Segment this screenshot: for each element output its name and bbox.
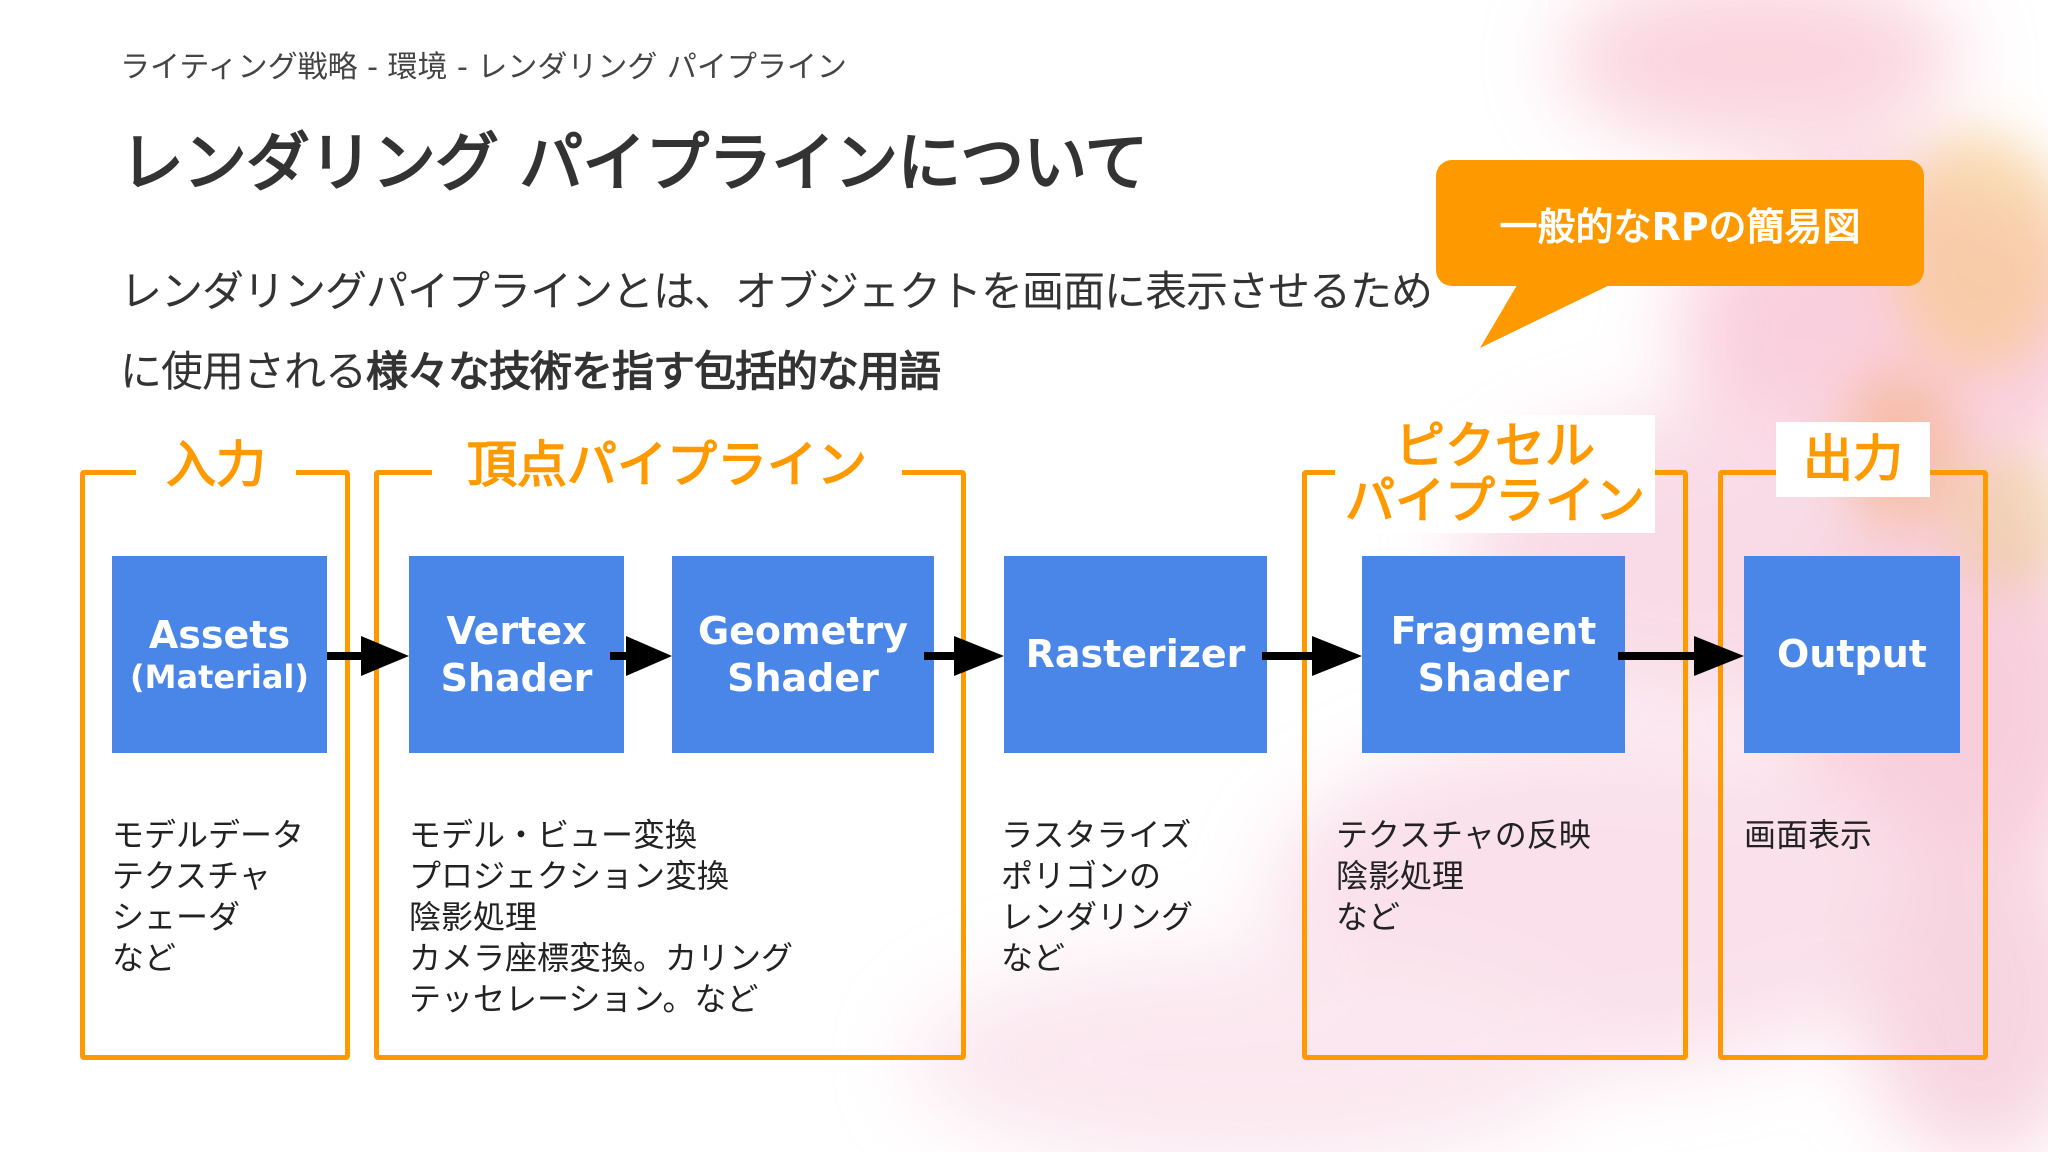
note-rasterizer: ラスタライズ ポリゴンの レンダリング など xyxy=(1001,815,1193,979)
note-fragment: テクスチャの反映 陰影処理 など xyxy=(1336,815,1591,938)
group-input-label: 入力 xyxy=(136,438,296,493)
note-line: など xyxy=(112,939,177,977)
note-line: テクスチャの反映 xyxy=(1336,816,1591,854)
description-line-2: に使用される様々な技術を指す包括的な用語 xyxy=(120,338,941,399)
group-vertex-label: 頂点パイプライン xyxy=(432,438,902,493)
stage-fragment-shader-line2: Shader xyxy=(1417,655,1570,700)
stage-vertex-shader: Vertex Shader xyxy=(409,556,624,753)
stage-assets: Assets (Material) xyxy=(112,556,327,753)
stage-vertex-shader-line2: Shader xyxy=(440,655,593,700)
note-line: カメラ座標変換。カリング xyxy=(409,939,794,977)
note-line: モデルデータ xyxy=(112,816,305,854)
note-output: 画面表示 xyxy=(1744,815,1872,856)
stage-geometry-shader-line1: Geometry xyxy=(697,609,909,654)
stage-geometry-shader-line2: Shader xyxy=(727,655,879,700)
note-line: 画面表示 xyxy=(1744,816,1873,854)
callout-tail xyxy=(1480,280,1620,348)
group-output-label: 出力 xyxy=(1776,422,1930,497)
callout-bubble: 一般的なRPの簡易図 xyxy=(1436,160,1924,286)
note-line: など xyxy=(1001,939,1066,977)
breadcrumb: ライティング戦略 - 環境 - レンダリング パイプライン xyxy=(120,50,847,85)
stage-vertex-shader-line1: Vertex xyxy=(446,609,587,654)
note-input: モデルデータ テクスチャ シェーダ など xyxy=(112,815,304,979)
description-plain: に使用される xyxy=(120,347,367,396)
arrow-right-icon xyxy=(1618,636,1744,676)
note-line: 陰影処理 xyxy=(1336,857,1465,895)
note-line: プロジェクション変換 xyxy=(409,857,730,895)
description-line-1: レンダリングパイプラインとは、オブジェクトを画面に表示させるため xyxy=(120,267,1433,316)
note-line: テクスチャ xyxy=(112,857,271,895)
stage-assets-subtitle: (Material) xyxy=(130,658,309,697)
note-vertex: モデル・ビュー変換 プロジェクション変換 陰影処理 カメラ座標変換。カリング テ… xyxy=(409,815,793,1020)
arrow-right-icon xyxy=(1262,636,1362,676)
note-line: シェーダ xyxy=(112,898,241,936)
note-line: ラスタライズ xyxy=(1001,816,1192,854)
page-title: レンダリング パイプラインについて xyxy=(120,127,1148,201)
stage-output-line1: Output xyxy=(1777,632,1927,677)
stage-rasterizer: Rasterizer xyxy=(1004,556,1267,753)
arrow-right-icon xyxy=(610,636,672,676)
group-pixel-label-line2: パイプライン xyxy=(1345,472,1645,530)
note-line: レンダリング xyxy=(1001,898,1194,936)
description-bold: 様々な技術を指す包括的な用語 xyxy=(366,347,941,396)
stage-rasterizer-line1: Rasterizer xyxy=(1025,632,1246,677)
note-line: など xyxy=(1336,898,1401,936)
group-pixel-label-line1: ピクセル xyxy=(1395,417,1595,475)
note-line: 陰影処理 xyxy=(409,898,538,936)
stage-fragment-shader: Fragment Shader xyxy=(1362,556,1625,753)
note-line: モデル・ビュー変換 xyxy=(409,816,698,854)
arrow-right-icon xyxy=(327,636,409,676)
note-line: テッセレーション。など xyxy=(409,980,759,1018)
stage-geometry-shader: Geometry Shader xyxy=(672,556,934,753)
stage-fragment-shader-line1: Fragment xyxy=(1390,609,1597,654)
group-pixel-label: ピクセル パイプライン xyxy=(1335,415,1655,533)
arrow-right-icon xyxy=(924,636,1004,676)
note-line: ポリゴンの xyxy=(1001,857,1162,895)
stage-output: Output xyxy=(1744,556,1960,753)
stage-assets-title: Assets xyxy=(148,612,291,657)
